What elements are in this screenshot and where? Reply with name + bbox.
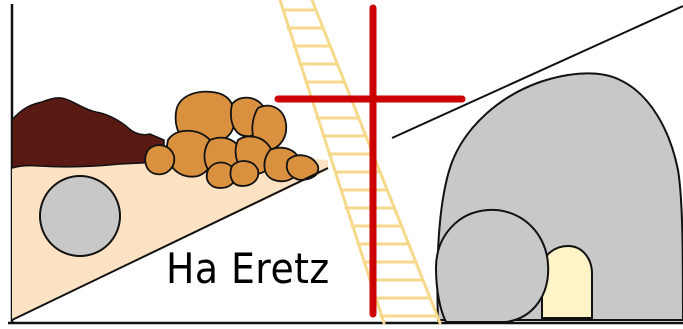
dark-rock-ridge [11, 97, 165, 170]
left-diagonal-divider [11, 167, 329, 321]
ladder-illustration [278, 0, 442, 325]
cross-illustration [274, 4, 466, 318]
tomb-opening [541, 244, 593, 319]
garden-tomb-illustration [434, 72, 683, 323]
round-stone-illustration [39, 175, 121, 257]
caption-text: Ha Eretz [166, 244, 330, 293]
boulder-pile-illustration [144, 90, 320, 189]
right-diagonal-divider [391, 5, 683, 139]
rolling-stone [434, 208, 550, 323]
